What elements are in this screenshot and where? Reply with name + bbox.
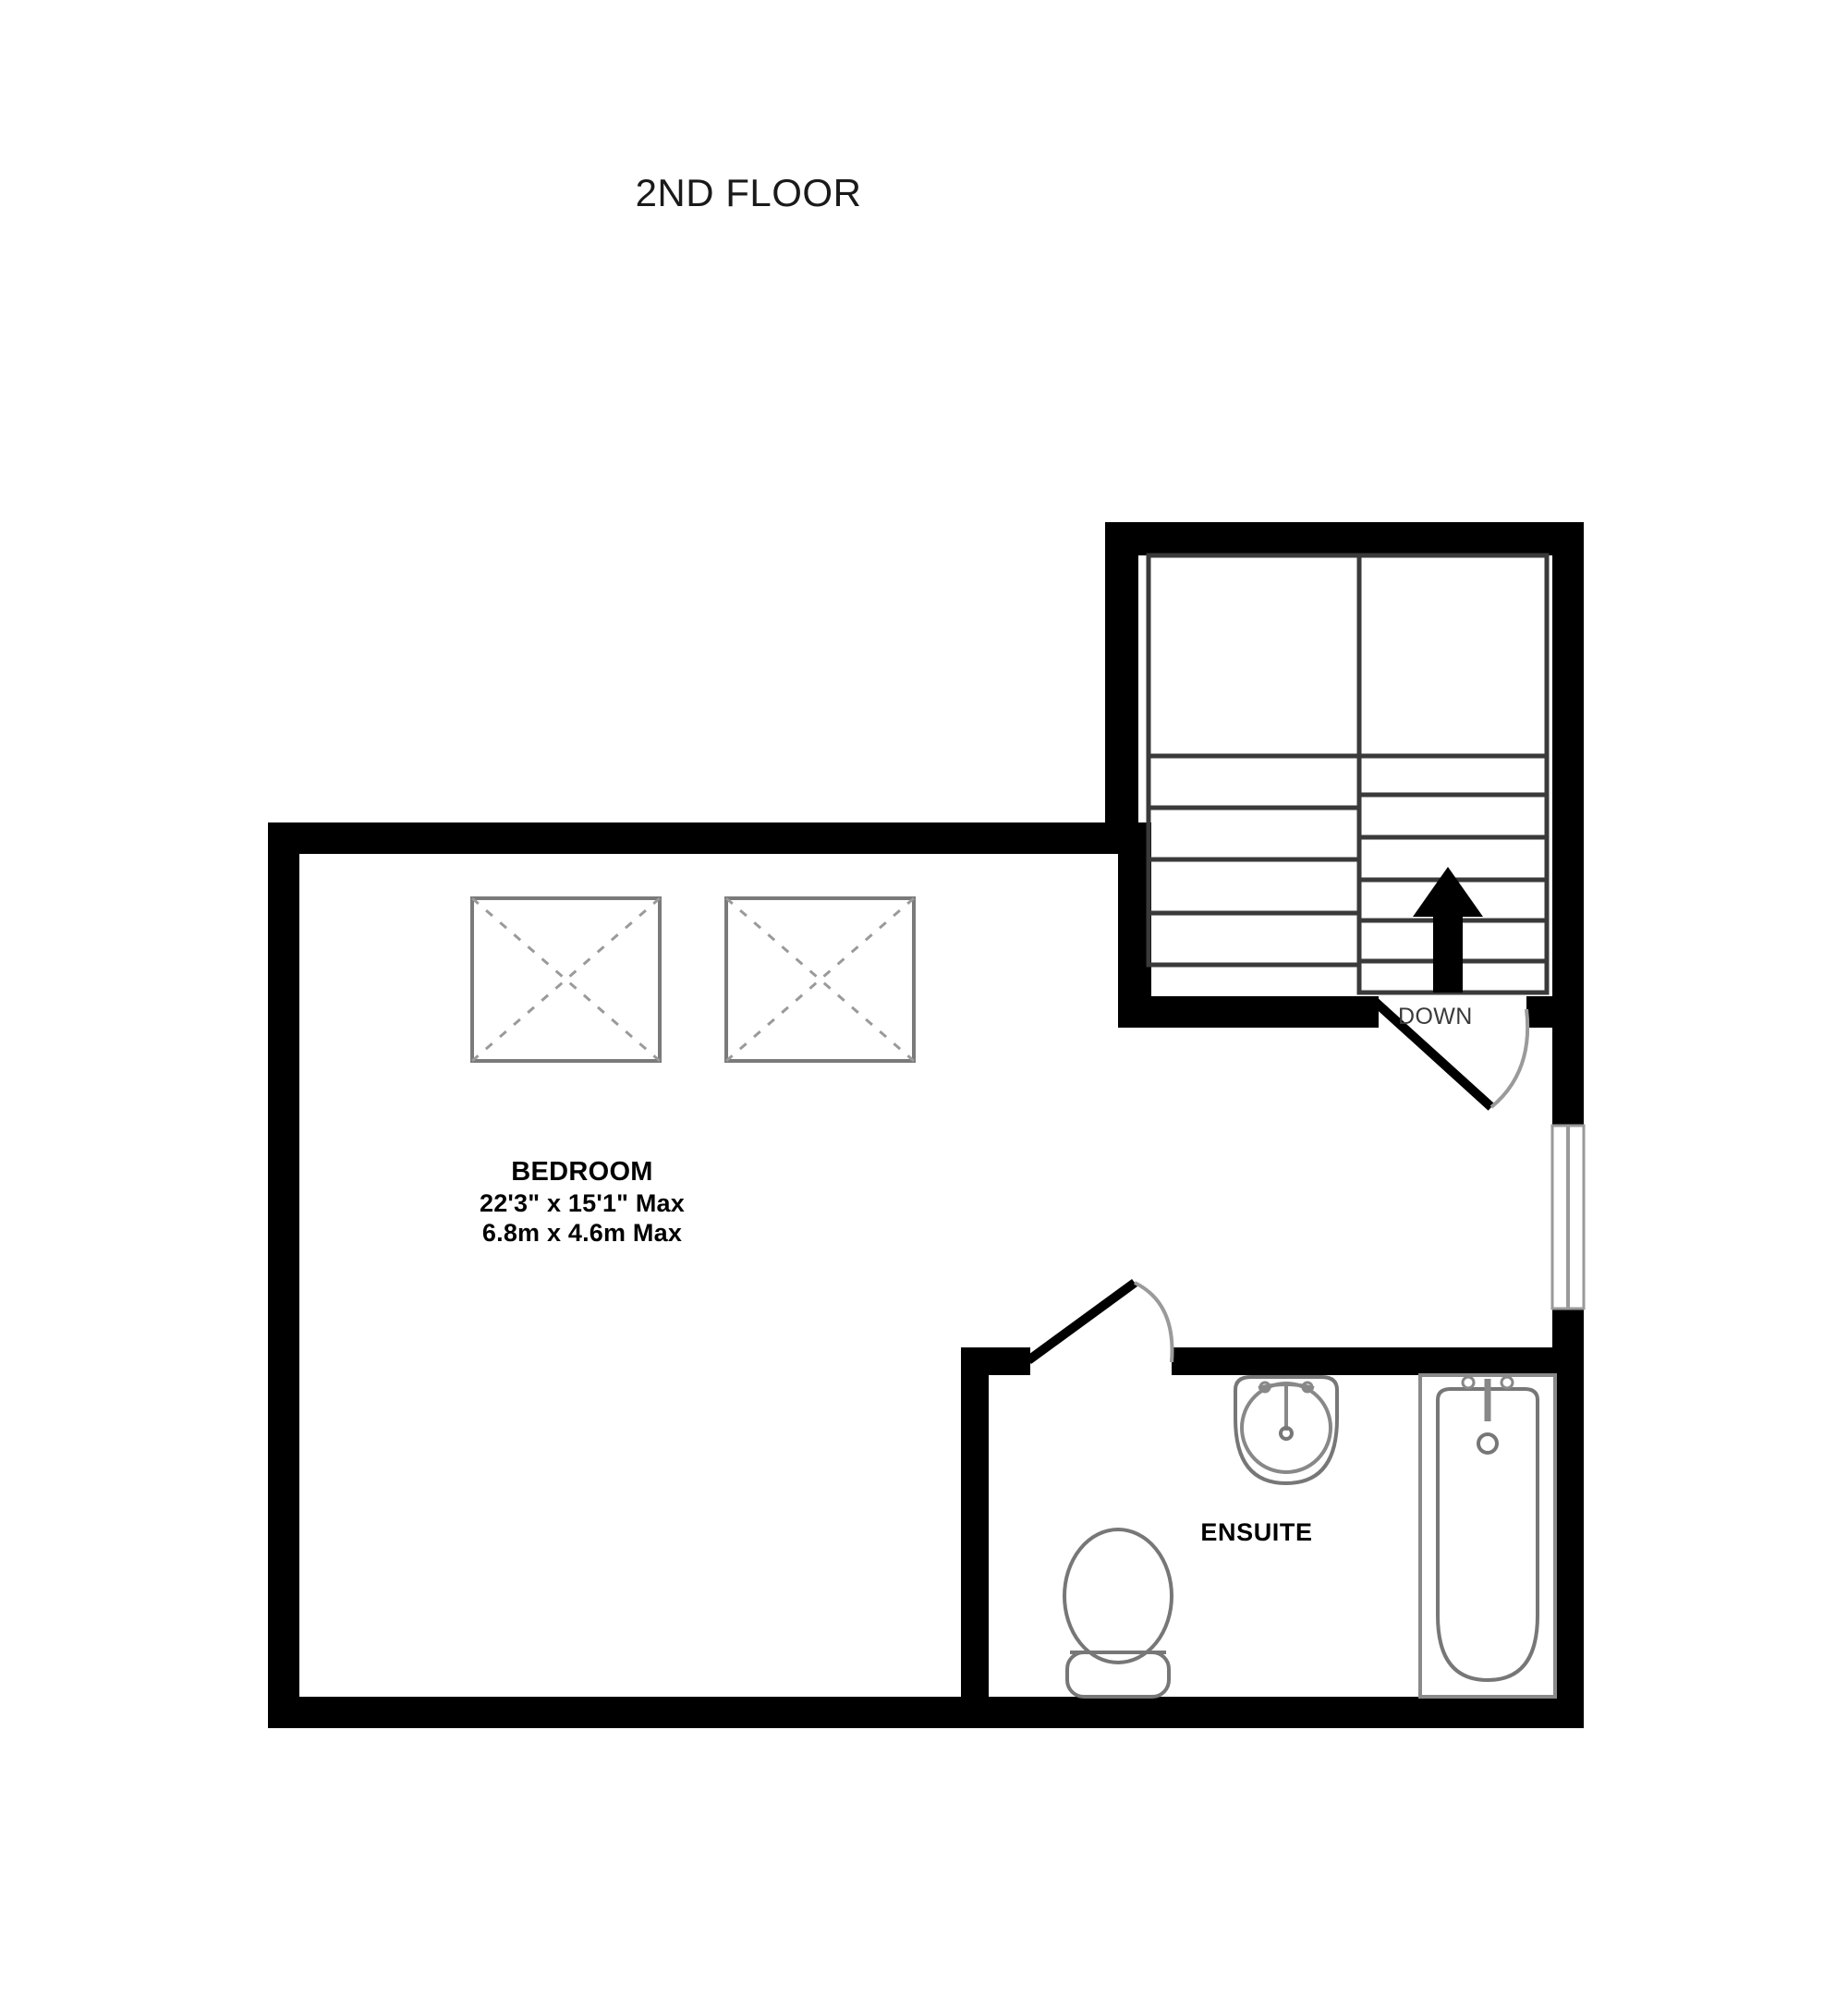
wall-stair-top	[1105, 522, 1584, 555]
skylight-left	[470, 896, 662, 1063]
skylight-right	[724, 896, 916, 1063]
bedroom-name: BEDROOM	[511, 1157, 653, 1187]
bathtub	[1418, 1373, 1557, 1699]
bedroom-dimensions-imperial: 22'3" x 15'1" Max	[480, 1188, 685, 1217]
walls	[268, 522, 1584, 1728]
stairs-down-label: DOWN	[1398, 1004, 1473, 1029]
toilet	[1063, 1528, 1173, 1699]
wall-bedroom-top	[268, 822, 1118, 854]
wall-bedroom-bottom	[268, 1697, 1584, 1728]
page-title: 2ND FLOOR	[635, 171, 862, 214]
ensuite-name: ENSUITE	[1200, 1518, 1313, 1546]
staircase	[1146, 553, 1550, 995]
bedroom-dimensions-metric: 6.8m x 4.6m Max	[481, 1219, 683, 1248]
wall-ensuite-top-left	[961, 1347, 1030, 1375]
wall-bedroom-left	[268, 822, 299, 1728]
window-right	[1550, 1124, 1586, 1310]
door-bedroom	[1369, 996, 1530, 1111]
wall-stair-left-upper	[1105, 522, 1138, 854]
wall-stair-left-lower	[1118, 822, 1151, 1028]
room-label-ensuite: ENSUITE	[1109, 1518, 1404, 1547]
wall-stair-bottom-left	[1118, 996, 1379, 1028]
wall-ensuite-left	[961, 1347, 989, 1717]
room-label-bedroom: BEDROOM 22'3" x 15'1" Max 6.8m x 4.6m Ma…	[397, 1157, 767, 1248]
stairs-up-arrow	[1413, 867, 1483, 993]
wall-ensuite-top-right	[1172, 1347, 1584, 1375]
door-ensuite	[1026, 1278, 1174, 1365]
wall-right-lower	[1552, 1309, 1584, 1728]
wash-basin	[1234, 1375, 1339, 1486]
wall-right-upper	[1552, 522, 1584, 1126]
